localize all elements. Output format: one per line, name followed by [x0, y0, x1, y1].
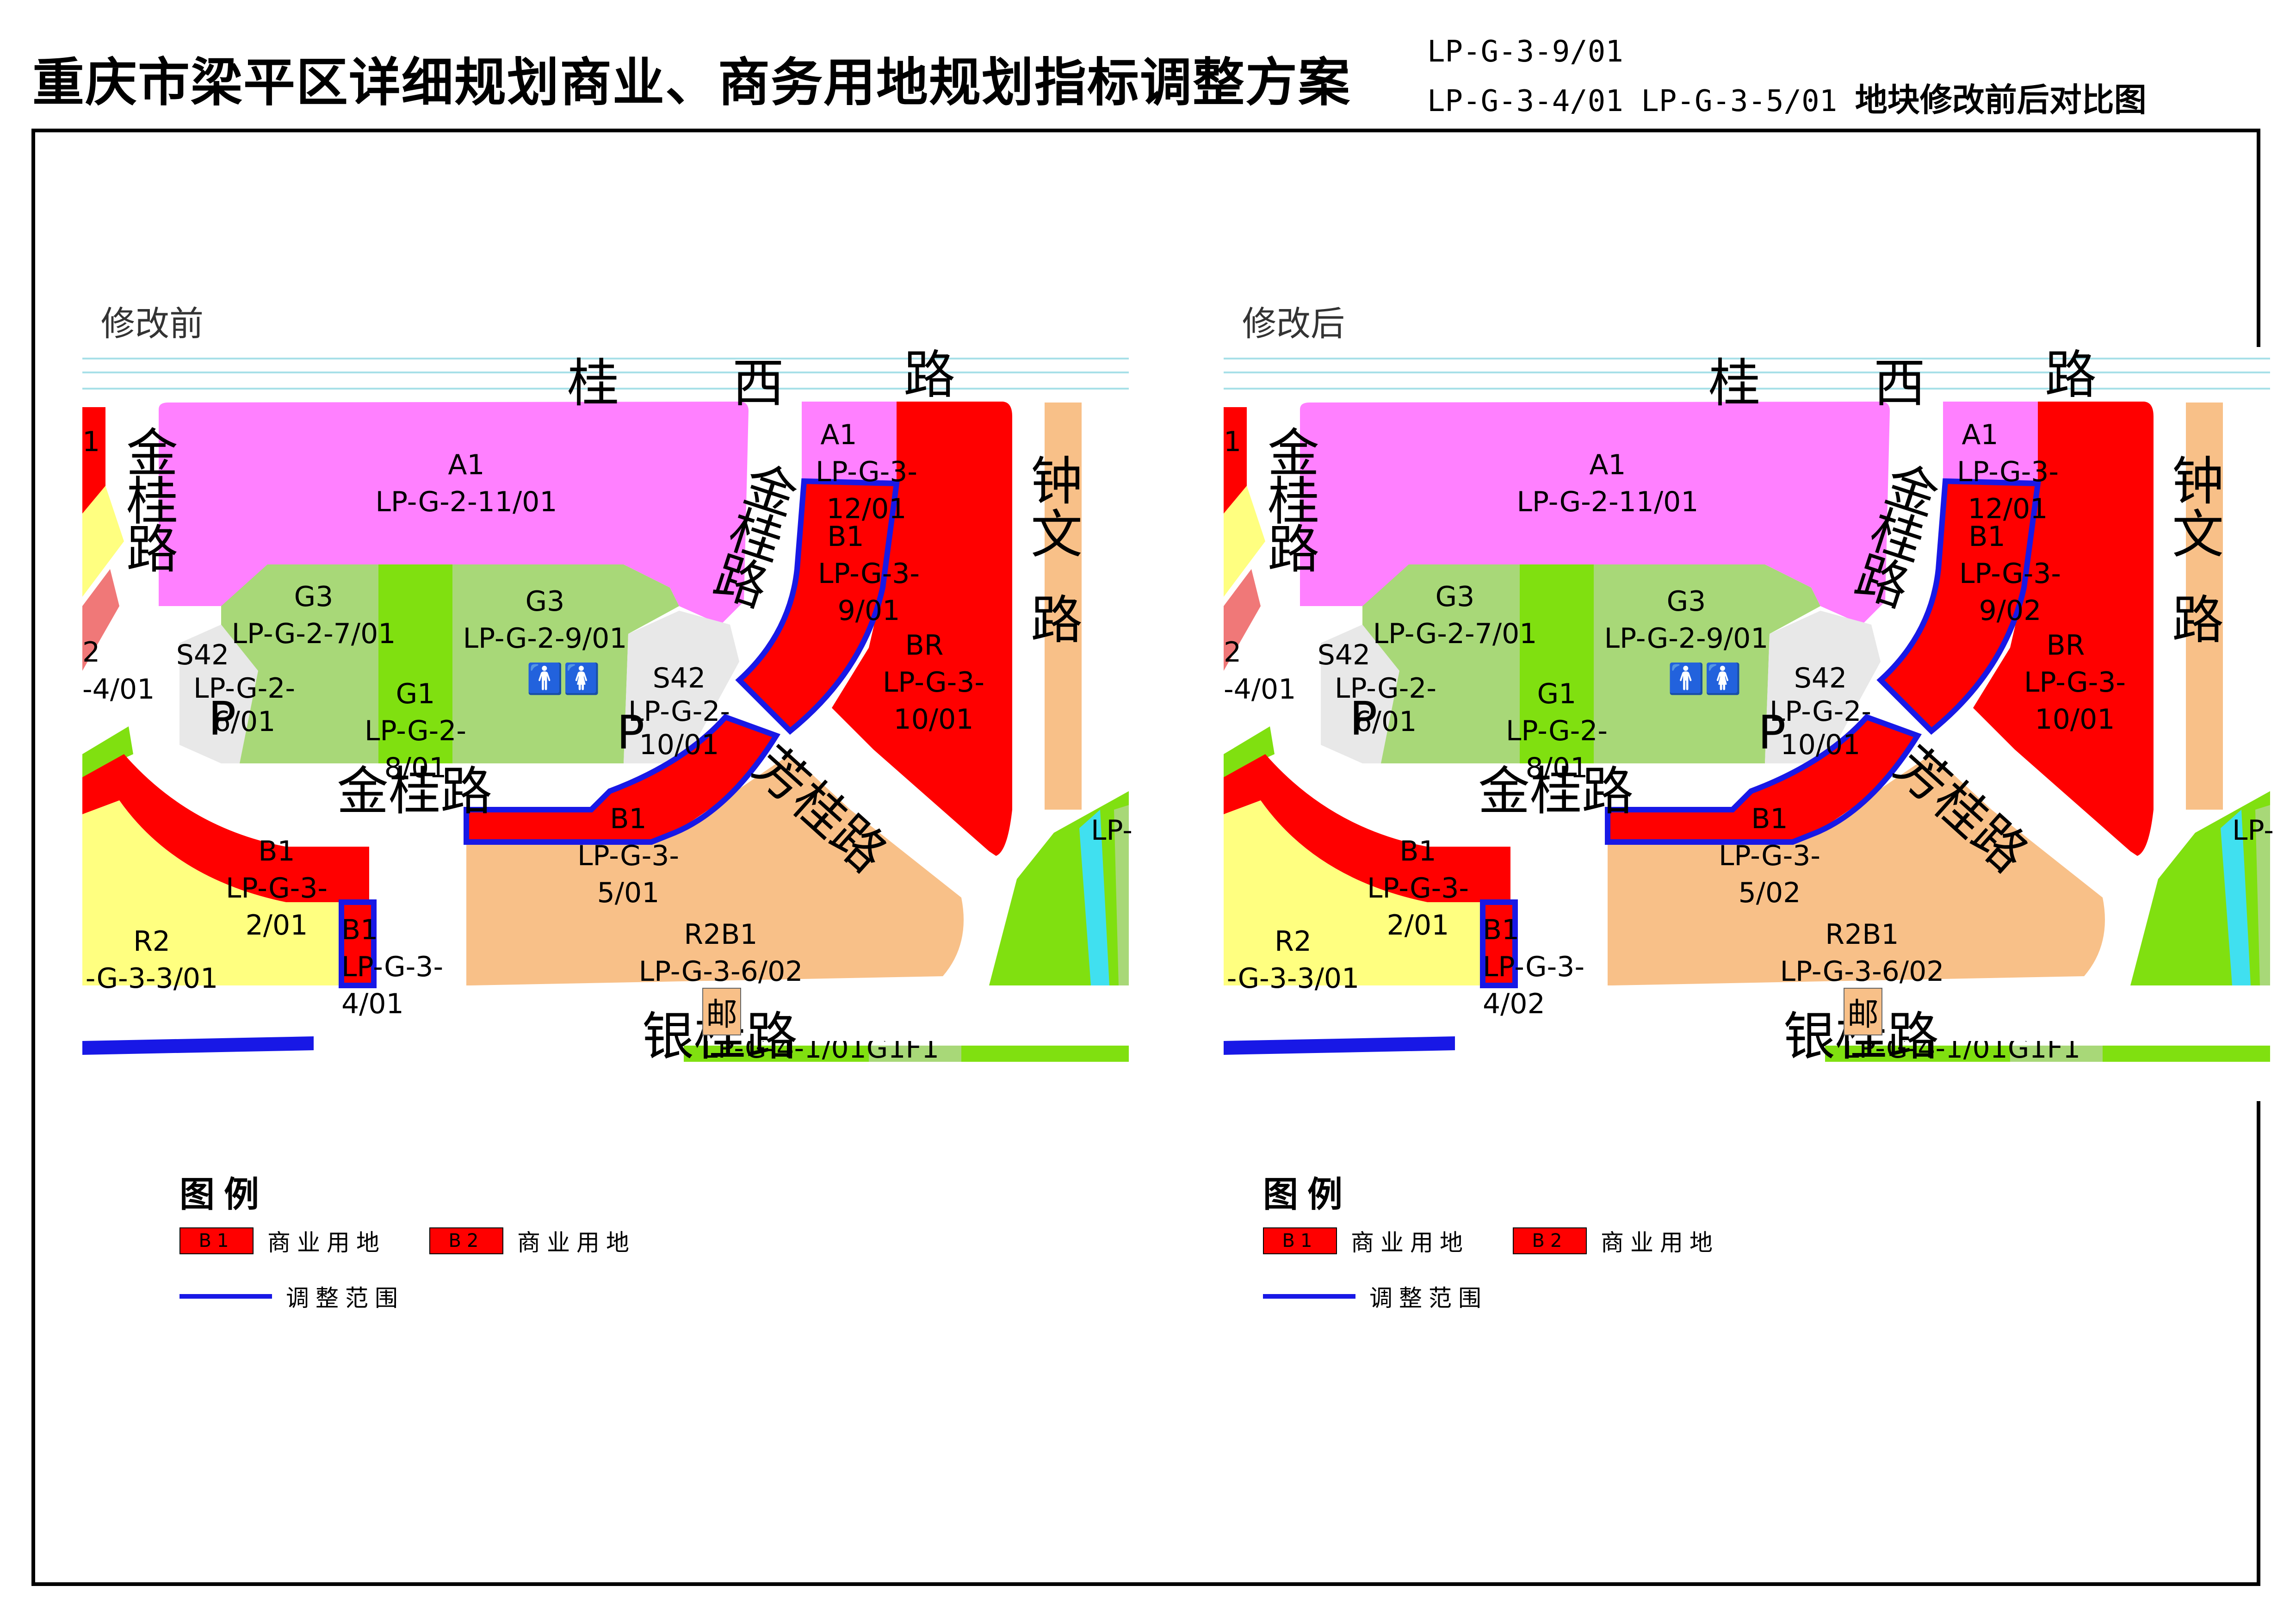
- legend-label: 调整范围: [1369, 1285, 1488, 1312]
- toilet-icon: 🚹🚺: [526, 662, 600, 696]
- post-office-icon: 邮: [1844, 988, 1883, 1035]
- title-subtitle: 地块修改前后对比图: [1855, 81, 2147, 119]
- road-zhong-wen-2: 文: [1031, 505, 1083, 565]
- legend-title: 图例: [1263, 1174, 1352, 1215]
- legend-item-b1: B1 商业用地: [179, 1226, 386, 1256]
- legend-swatch-b2: B2: [429, 1227, 503, 1254]
- legend-swatch-boundary: [1263, 1294, 1355, 1299]
- parcel-edge-right: LP-: [1091, 814, 1133, 847]
- road-jin-gui-left: 金桂路: [118, 426, 178, 570]
- panel-label: 修改前: [101, 304, 204, 344]
- legend-item-boundary: 调整范围: [1263, 1282, 1488, 1312]
- road-jin-gui-left: 金桂路: [1259, 426, 1319, 570]
- road-jin-gui-mid: 金桂路: [337, 762, 492, 822]
- road-gui-xi-3: 路: [2045, 345, 2097, 405]
- legend-swatch-b1: B1: [179, 1227, 254, 1254]
- parcel-edge-left-top: 1: [82, 426, 100, 458]
- road-gui-xi-2: 西: [1874, 353, 1925, 414]
- parcel-bottom-cut: LP-G-4-1/01G1F1: [702, 1041, 940, 1059]
- road-zhong-wen-1: 钟: [2172, 452, 2224, 512]
- legend-item-b2: B2 商业用地: [1513, 1226, 1719, 1256]
- road-jin-gui-mid: 金桂路: [1478, 762, 1634, 822]
- panel-label: 修改后: [1242, 304, 1345, 344]
- title-parcel-code-1: LP-G-3-9/01: [1427, 35, 1623, 69]
- parking-icon: P: [617, 706, 645, 760]
- road-gui-xi-1: 桂: [1708, 353, 1760, 414]
- legend-label: 商业用地: [1351, 1229, 1469, 1256]
- parcel-edge-left-mid: 2-4/01: [82, 636, 155, 706]
- legend-item-b1: B1 商业用地: [1263, 1226, 1469, 1256]
- parcel-edge-right: LP-: [2232, 814, 2274, 847]
- legend-swatch-boundary: [179, 1294, 272, 1299]
- legend-label: 商业用地: [267, 1229, 386, 1256]
- parking-icon: P: [1349, 692, 1378, 746]
- parcel-edge-left-mid: 2-4/01: [1224, 636, 1296, 706]
- post-office-icon: 邮: [702, 988, 742, 1035]
- title-parcel-code-2: LP-G-3-4/01 LP-G-3-5/01: [1427, 84, 1838, 118]
- legend-label: 商业用地: [517, 1229, 636, 1256]
- road-gui-xi-2: 西: [732, 353, 784, 414]
- legend-swatch-b2: B2: [1513, 1227, 1587, 1254]
- road-zhong-wen-3: 路: [2172, 590, 2224, 650]
- parcel-r2: R2-G-3-3/01: [1226, 925, 1360, 995]
- road-zhong-wen-1: 钟: [1031, 452, 1083, 512]
- title-parcel-codes-2: LP-G-3-4/01 LP-G-3-5/01 地块修改前后对比图: [1427, 74, 2147, 121]
- legend-swatch-b1: B1: [1263, 1227, 1337, 1254]
- page-title: 重庆市梁平区详细规划商业、商务用地规划指标调整方案: [32, 53, 1351, 113]
- legend-title: 图例: [179, 1174, 268, 1215]
- legend-label: 调整范围: [286, 1285, 404, 1312]
- road-zhong-wen-2: 文: [2172, 505, 2224, 565]
- legend-label: 商业用地: [1601, 1229, 1719, 1256]
- parcel-r2: R2-G-3-3/01: [85, 925, 218, 995]
- legend-item-boundary: 调整范围: [179, 1282, 404, 1312]
- parking-icon: P: [208, 692, 236, 746]
- road-gui-xi-1: 桂: [567, 353, 619, 414]
- legend-item-b2: B2 商业用地: [429, 1226, 636, 1256]
- toilet-icon: 🚹🚺: [1668, 662, 1742, 696]
- parcel-edge-left-top: 1: [1224, 426, 1242, 458]
- parcel-bottom-cut: LP-G-4-1/01G1F1: [1844, 1041, 2081, 1059]
- road-zhong-wen-3: 路: [1031, 590, 1083, 650]
- parking-icon: P: [1758, 706, 1786, 760]
- road-gui-xi-3: 路: [904, 345, 955, 405]
